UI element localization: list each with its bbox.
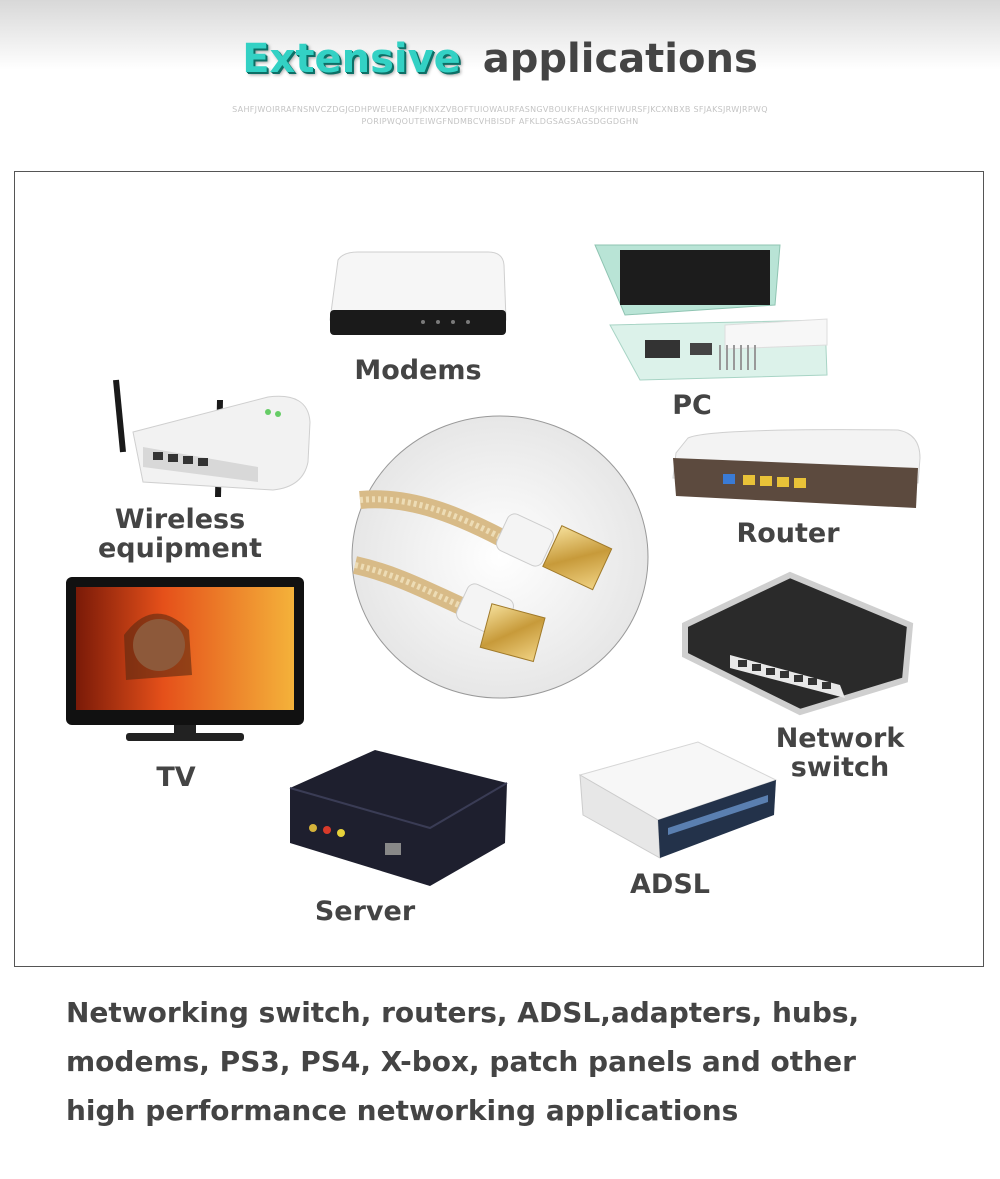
title-rest: applications	[482, 36, 758, 82]
server-image	[289, 750, 508, 886]
label-network-line2: switch	[790, 752, 890, 783]
router-image	[672, 429, 921, 508]
label-network-switch: Network switch	[760, 724, 920, 782]
top-shade	[0, 0, 1000, 70]
description-line-3: high performance networking applications	[66, 1094, 739, 1127]
description-line-1: Networking switch, routers, ADSL,adapter…	[66, 996, 860, 1029]
title-highlight: Extensive	[242, 36, 461, 82]
label-modems: Modems	[354, 355, 482, 386]
description-line-2: modems, PS3, PS4, X-box, patch panels an…	[66, 1045, 856, 1078]
label-pc: PC	[672, 390, 712, 421]
label-wireless-line1: Wireless	[114, 504, 246, 535]
label-adsl: ADSL	[630, 869, 710, 900]
label-router: Router	[736, 518, 840, 549]
pc-image	[594, 244, 828, 381]
network-switch-image	[682, 571, 914, 716]
label-wireless-line2: equipment	[97, 533, 263, 564]
cable-image	[351, 415, 649, 699]
tv-image	[66, 577, 304, 741]
applications-description: Networking switch, routers, ADSL,adapter…	[66, 988, 966, 1135]
adsl-image	[578, 741, 778, 859]
label-wireless-equipment: Wireless equipment	[85, 505, 275, 563]
label-network-line1: Network	[775, 723, 905, 754]
wireless-router-image	[113, 379, 311, 498]
decorative-text: SAHFJWOIRRAFNSNVCZDGJGDHPWEUERANFJKNXZVB…	[232, 105, 768, 126]
page-title: Extensive applications	[0, 36, 1000, 82]
label-tv: TV	[156, 762, 196, 793]
modem-image	[329, 251, 507, 335]
label-server: Server	[314, 896, 416, 927]
